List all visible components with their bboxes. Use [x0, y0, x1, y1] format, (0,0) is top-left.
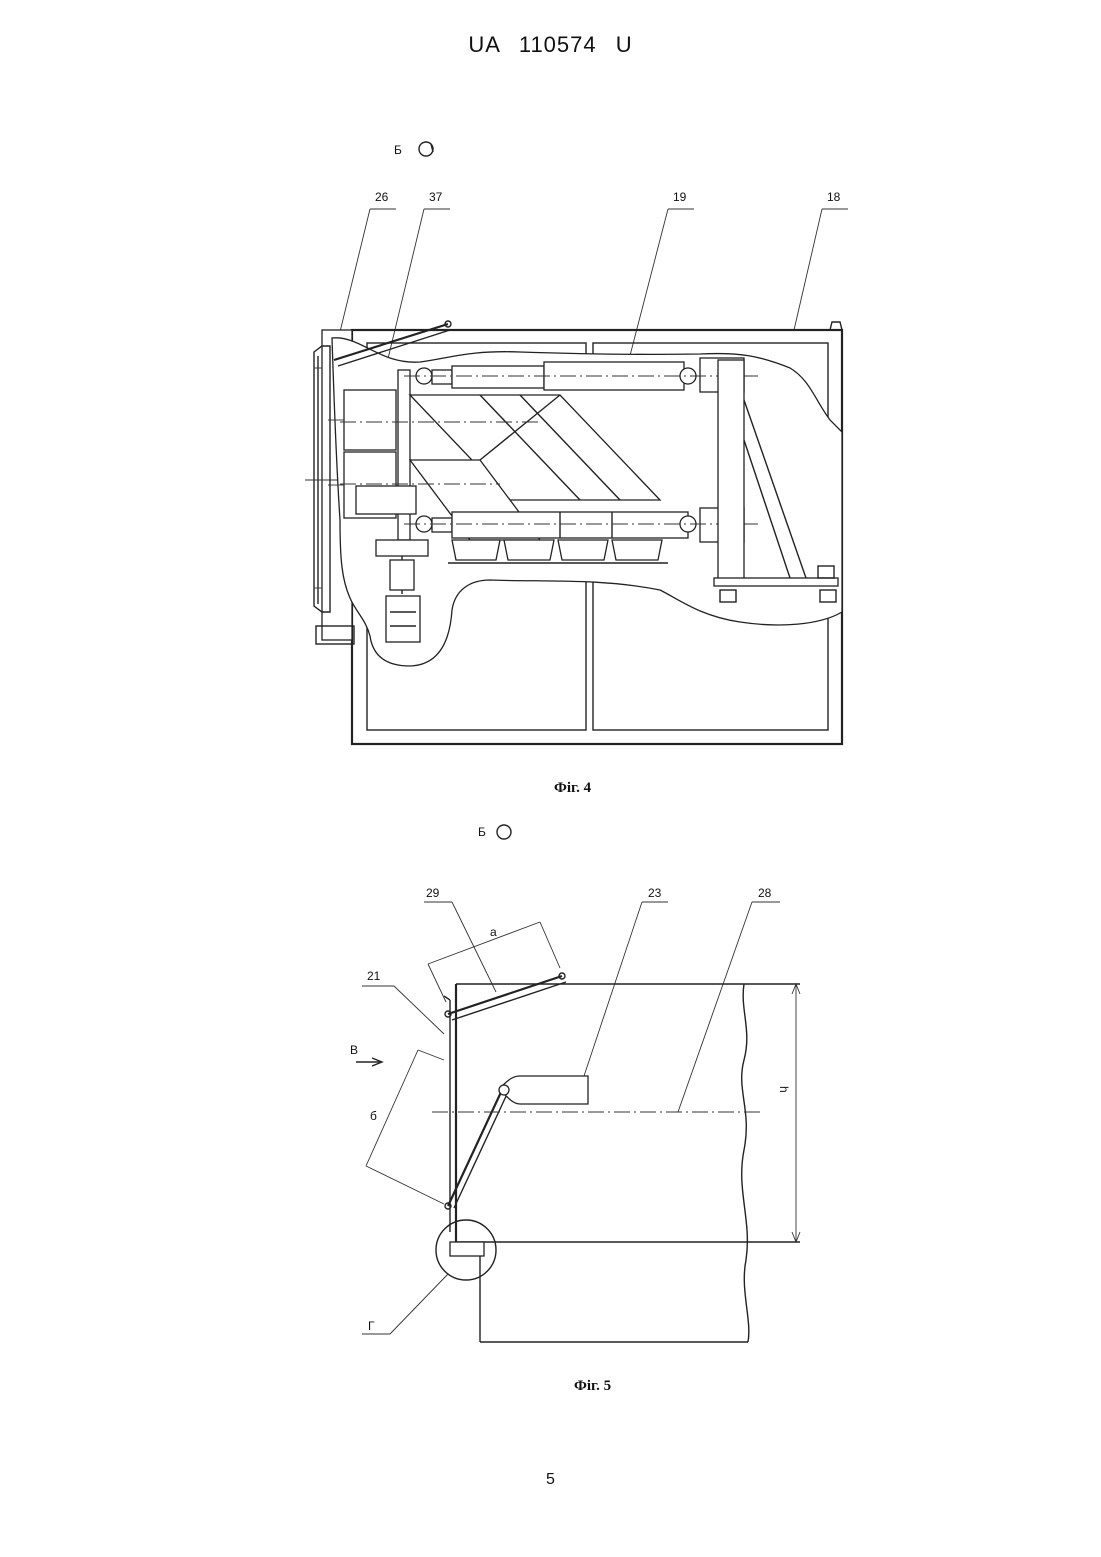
dimension-b-label: б: [370, 1109, 377, 1123]
dimension-h: h: [777, 984, 800, 1242]
detail-label-g: Г: [368, 1319, 375, 1333]
callout-37: 37: [429, 190, 443, 204]
callout-23: 23: [648, 886, 662, 900]
callout-18: 18: [827, 190, 841, 204]
callout-29: 29: [426, 886, 440, 900]
vessel-outline: [456, 984, 800, 1342]
callout-21: 21: [367, 969, 381, 983]
fig4-view-label: Б: [394, 143, 402, 157]
callout-28: 28: [758, 886, 772, 900]
door-wall: [444, 984, 484, 1256]
nozzle-assembly: [432, 1076, 760, 1209]
dimension-h-label: h: [777, 1086, 791, 1093]
document-number: UA 110574 U: [0, 32, 1101, 58]
arrow-label-v: В: [350, 1043, 358, 1057]
view-arrow-v: В: [350, 1043, 382, 1066]
figure-5-caption: Фіг. 5: [574, 1378, 611, 1394]
dimension-a-label: a: [490, 925, 497, 939]
upper-lever: [445, 973, 566, 1020]
dimension-b: б: [366, 1050, 444, 1204]
fig5-view-label: Б: [478, 825, 486, 839]
figure-5-drawing: Б 29 23 28 21 a: [0, 810, 1101, 1400]
callout-19: 19: [673, 190, 687, 204]
callout-26: 26: [375, 190, 389, 204]
view-rotation-icon-2: [497, 825, 511, 839]
figure-4-caption: Фіг. 4: [554, 780, 592, 796]
detail-circle: Г: [362, 1220, 496, 1334]
figure-4-drawing: Б 26 37 19 18: [0, 130, 1101, 800]
page-number: 5: [0, 1471, 1101, 1489]
lower-cylinder: [404, 508, 760, 542]
